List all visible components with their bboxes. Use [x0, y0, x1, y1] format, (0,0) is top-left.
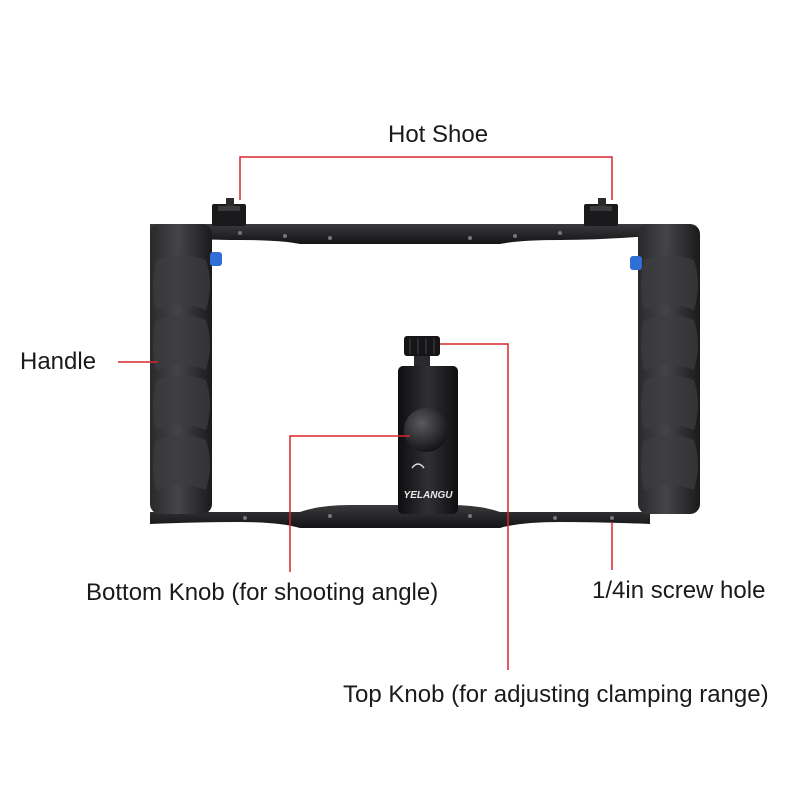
bottom-plate [150, 505, 650, 528]
bottom-knob [404, 408, 448, 452]
hot-shoe-right [584, 198, 618, 226]
hot-shoe-left [212, 198, 246, 226]
label-screw-hole: 1/4in screw hole [592, 577, 766, 604]
center-clamp: YELANGU [398, 336, 458, 514]
handle-right [630, 224, 700, 514]
label-handle: Handle [20, 348, 97, 375]
top-knob [404, 336, 440, 356]
lock-button-left [210, 252, 222, 266]
handle-left [150, 224, 222, 514]
label-top-knob: Top Knob (for adjusting clamping range) [343, 681, 769, 708]
leader-lines [118, 156, 613, 670]
lock-button-right [630, 256, 642, 270]
top-plate [150, 224, 650, 244]
label-bottom-knob: Bottom Knob (for shooting angle) [86, 579, 439, 606]
leader-top-knob [440, 343, 509, 670]
brand-logo: YELANGU [404, 490, 454, 501]
leader-bottom-knob [289, 435, 410, 572]
leader-hot-shoe [239, 156, 613, 200]
label-hot-shoe: Hot Shoe [388, 121, 489, 148]
